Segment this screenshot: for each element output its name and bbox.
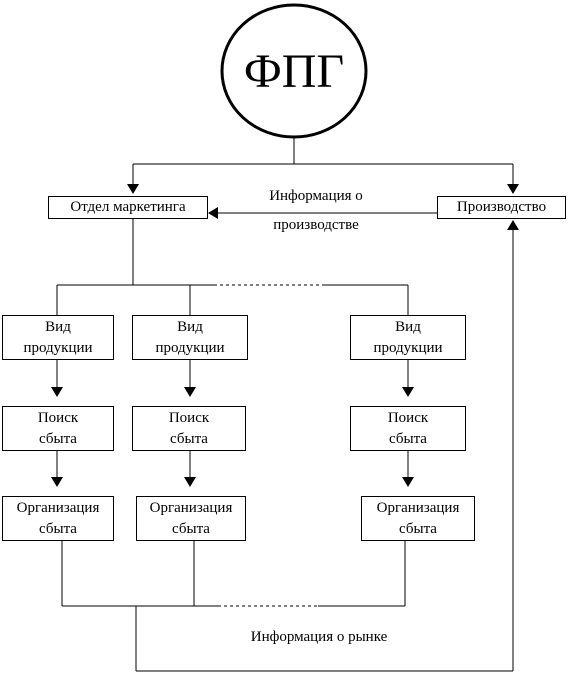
info-production-line1: Информация о — [269, 188, 363, 204]
info-market-label: Информация о рынке — [250, 629, 388, 645]
production-label: Производство — [456, 199, 547, 215]
marketing-box: Отдел маркетинга — [48, 196, 208, 219]
info-production-label: Информация о производстве — [246, 186, 386, 236]
marketing-label: Отдел маркетинга — [70, 199, 186, 215]
production-box: Производство — [437, 196, 566, 219]
root-label: ФПГ — [243, 44, 345, 98]
info-production-line2: производстве — [273, 217, 359, 233]
